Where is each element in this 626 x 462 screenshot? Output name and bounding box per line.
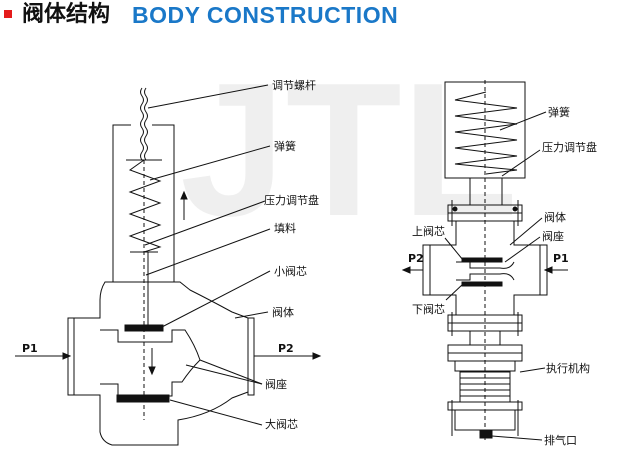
- right-outlet-label: P2: [408, 252, 424, 265]
- right-label-seat: 阀座: [542, 229, 564, 243]
- left-label-adjust-screw: 调节螺杆: [272, 78, 316, 92]
- right-lower-core: [461, 281, 503, 287]
- left-outlet-label: P2: [278, 342, 294, 355]
- left-inlet-label: P1: [22, 342, 38, 355]
- right-actuator: [454, 360, 516, 372]
- right-spring: [454, 91, 518, 175]
- left-label-small-core: 小阀芯: [274, 264, 307, 278]
- left-label-spring: 弹簧: [274, 139, 296, 153]
- left-valve-body: [73, 281, 249, 446]
- title-chinese: 阀体结构: [22, 2, 111, 27]
- left-big-core: [116, 394, 170, 403]
- right-label-upper-core: 上阀芯: [412, 224, 445, 238]
- left-outlet-flange: [247, 317, 255, 396]
- left-bonnet: [112, 124, 131, 282]
- title-english: BODY CONSTRUCTION: [132, 2, 399, 28]
- left-valve-diagram: [15, 84, 322, 446]
- right-exhaust-port: [479, 429, 493, 439]
- right-label-body: 阀体: [544, 210, 566, 224]
- left-label-big-core: 大阀芯: [265, 417, 298, 431]
- left-adjust-screw-2: [144, 87, 148, 161]
- right-label-lower-core: 下阀芯: [412, 302, 445, 316]
- left-label-seat: 阀座: [265, 377, 287, 391]
- left-spring: [128, 159, 162, 253]
- left-adjust-screw: [140, 87, 144, 161]
- red-square-marker: [4, 10, 12, 18]
- left-label-packing: 填料: [274, 221, 296, 235]
- right-inlet-label: P1: [553, 252, 569, 265]
- right-label-exhaust: 排气口: [544, 433, 577, 447]
- right-label-actuator: 执行机构: [546, 361, 590, 375]
- right-label-spring: 弹簧: [548, 105, 570, 119]
- left-label-body: 阀体: [272, 305, 294, 319]
- right-valve-diagram: [401, 80, 568, 441]
- left-small-core: [124, 324, 164, 332]
- left-label-pressure-plate: 压力调节盘: [264, 193, 319, 207]
- right-upper-core: [461, 257, 503, 263]
- right-label-pressure-plate: 压力调节盘: [542, 140, 597, 154]
